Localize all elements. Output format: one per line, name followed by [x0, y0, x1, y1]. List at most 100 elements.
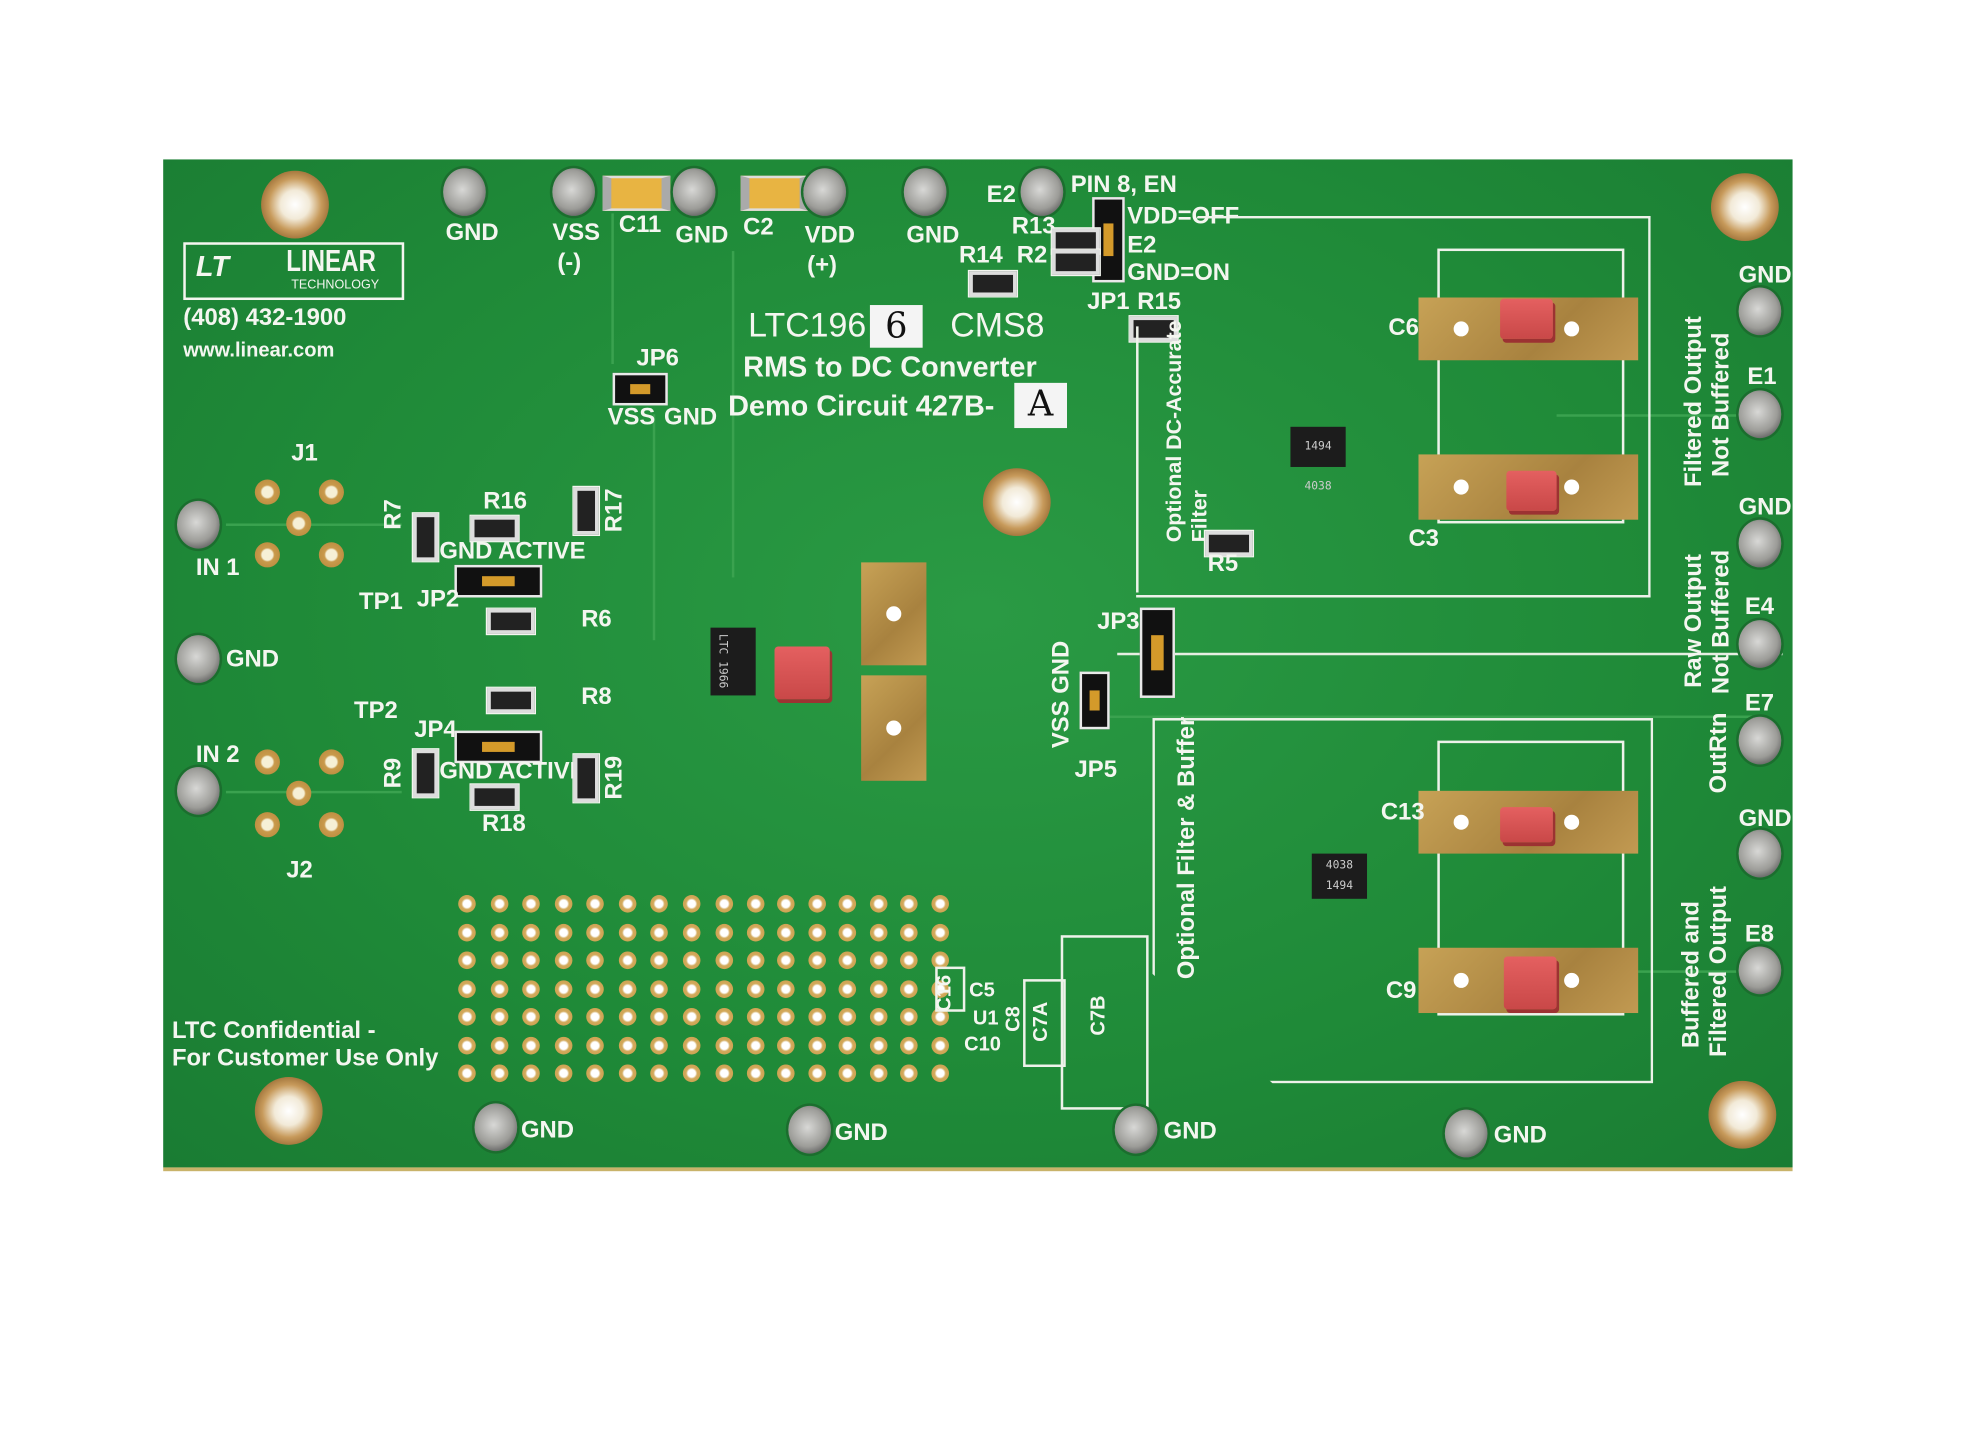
resistor-r9 — [412, 747, 439, 800]
via-hole — [586, 1064, 604, 1083]
in2-terminal[interactable] — [176, 766, 220, 815]
label: R13 — [1011, 213, 1056, 240]
via-hole — [490, 1036, 508, 1054]
via-hole — [618, 895, 636, 913]
pad — [318, 479, 344, 505]
pad — [254, 749, 280, 775]
via-hole — [682, 951, 700, 970]
gnd-terminal[interactable] — [1738, 829, 1782, 878]
via-hole — [807, 1008, 826, 1026]
via-hole — [490, 951, 508, 970]
handwritten-sticker: 6 — [869, 305, 923, 348]
capacitor-c11 — [602, 175, 671, 211]
via-hole — [650, 979, 668, 998]
via-hole — [650, 923, 668, 941]
jumper-jp2[interactable] — [454, 564, 543, 598]
label: PIN 8, EN — [1070, 171, 1177, 199]
label: R15 — [1137, 288, 1182, 316]
via-hole — [777, 979, 795, 998]
gnd-terminal[interactable] — [443, 168, 486, 216]
label: VDD — [804, 222, 856, 249]
lt-logo-icon: LT — [195, 249, 229, 283]
in1-terminal[interactable] — [176, 500, 220, 549]
vdd-terminal[interactable] — [803, 168, 847, 216]
gnd-terminal[interactable] — [1738, 519, 1782, 568]
website: www.linear.com — [183, 340, 335, 362]
resistor-r16 — [469, 514, 520, 543]
via-hole — [522, 1064, 540, 1083]
e4-terminal[interactable] — [1738, 620, 1782, 668]
via-hole — [715, 923, 734, 941]
gnd-terminal[interactable] — [903, 168, 947, 216]
gnd-terminal[interactable] — [474, 1103, 518, 1152]
via-hole — [746, 979, 764, 998]
pad — [318, 542, 344, 568]
label: R9 — [380, 757, 407, 789]
via-hole — [458, 979, 476, 998]
e1-terminal[interactable] — [1738, 390, 1782, 439]
c7b-outline — [1060, 935, 1149, 1110]
via-hole — [838, 1064, 857, 1083]
label: C7B — [1088, 995, 1110, 1036]
label: Not Buffered — [1708, 549, 1735, 695]
label: U1 — [972, 1008, 999, 1030]
via-hole — [586, 923, 604, 941]
via-hole — [869, 1008, 887, 1026]
label: C13 — [1380, 799, 1425, 826]
label: R14 — [959, 242, 1003, 269]
e8-terminal[interactable] — [1738, 946, 1782, 995]
mounting-hole — [1710, 173, 1779, 242]
label: IN 2 — [195, 741, 240, 769]
via-hole — [746, 951, 764, 970]
logo-sub: TECHNOLOGY — [291, 278, 380, 293]
via-hole — [490, 1064, 508, 1083]
gnd-terminal[interactable] — [672, 168, 716, 216]
via-hole — [715, 979, 734, 998]
gnd-terminal[interactable] — [788, 1105, 832, 1154]
via-hole — [458, 895, 476, 913]
via-hole — [900, 1064, 918, 1083]
board-title: CMS8 — [950, 306, 1045, 344]
cap-outline — [1437, 248, 1625, 524]
jumper-jp3[interactable] — [1139, 607, 1175, 698]
section-title: Optional Filter & Buffer — [1173, 716, 1201, 980]
label: (+) — [807, 252, 837, 279]
gnd-terminal[interactable] — [176, 635, 220, 683]
jumper-jp4[interactable] — [454, 730, 543, 764]
via-hole — [554, 1008, 572, 1026]
gnd-terminal[interactable] — [1738, 287, 1782, 336]
trace — [1117, 652, 1783, 656]
via-hole — [777, 951, 795, 970]
handwritten-sticker: A — [1014, 382, 1068, 429]
trace — [225, 523, 402, 526]
via-hole — [458, 1008, 476, 1026]
via-hole — [930, 951, 949, 970]
e2-terminal[interactable] — [1020, 168, 1064, 216]
via-hole — [807, 1064, 826, 1083]
via-hole — [777, 895, 795, 913]
label: C11 — [618, 212, 662, 239]
jumper-jp6[interactable] — [612, 372, 668, 406]
c16-outline — [935, 966, 966, 1012]
capacitor-pad — [861, 562, 927, 666]
via-hole — [930, 923, 949, 941]
resistor-r5 — [1203, 529, 1255, 558]
label: R19 — [601, 755, 628, 800]
label: R17 — [601, 488, 628, 533]
gnd-terminal[interactable] — [1114, 1105, 1158, 1154]
trace — [611, 213, 614, 365]
via-hole — [554, 979, 572, 998]
vss-terminal[interactable] — [552, 168, 596, 216]
via-hole — [682, 1008, 700, 1026]
gnd-terminal[interactable] — [1444, 1109, 1488, 1158]
board-subtitle: Demo Circuit 427B- — [728, 389, 995, 422]
via-hole — [930, 1064, 949, 1083]
jumper-jp5[interactable] — [1079, 671, 1110, 730]
pad — [318, 749, 344, 775]
via-hole — [682, 979, 700, 998]
resistor-r6 — [485, 607, 537, 636]
via-hole — [869, 1064, 887, 1083]
mounting-hole — [254, 1077, 323, 1145]
via-hole — [522, 979, 540, 998]
e7-terminal[interactable] — [1738, 716, 1782, 765]
